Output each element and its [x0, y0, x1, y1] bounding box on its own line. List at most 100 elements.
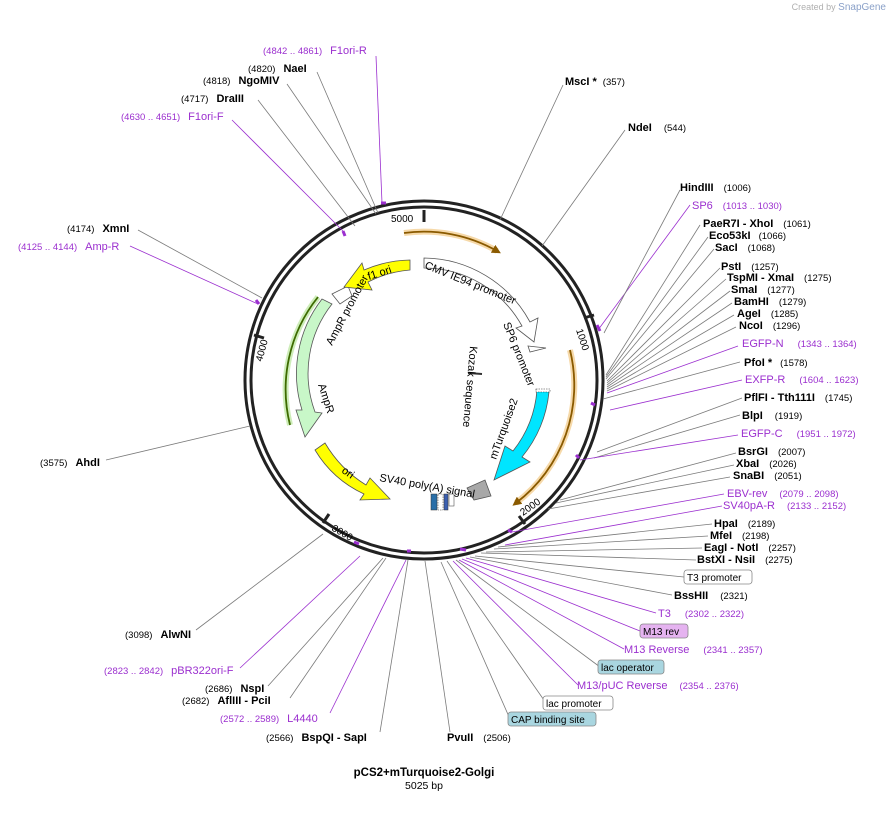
primer-amp-r[interactable]: (4125 .. 4144)Amp-R [18, 241, 119, 253]
site-pfoI[interactable]: PfoI *(1578) [744, 357, 808, 369]
primer-l4440[interactable]: (2572 .. 2589)L4440 [220, 713, 318, 725]
site-ageI[interactable]: AgeI(1285) [737, 308, 798, 320]
feature-cap-binding-site-label[interactable]: CAP binding site [511, 715, 585, 726]
leader-bssHII [469, 556, 673, 596]
primer-egfp-c[interactable]: EGFP-C(1951 .. 1972) [741, 428, 856, 440]
site-xmaI[interactable]: TspMI - XmaI(1275) [727, 272, 832, 284]
leader-t3-promoter [474, 555, 685, 578]
site-pstI[interactable]: PstI(1257) [721, 261, 779, 273]
created-by-text: Created by [791, 2, 836, 12]
site-hpaI[interactable]: HpaI(2189) [714, 518, 775, 530]
orf-arc-top [403, 230, 501, 254]
feature-f1-ori [343, 259, 411, 291]
site-xmnI[interactable]: (4174)XmnI [67, 223, 129, 235]
leader-mscI [499, 84, 564, 221]
leader-bsrGI [559, 452, 737, 501]
feature-m13-rev-label[interactable]: M13 rev [643, 627, 679, 638]
primer-mark-exfp-r [574, 453, 581, 460]
feature-cmv-ie94-promoter [423, 257, 539, 343]
site-sacI[interactable]: SacI(1068) [715, 242, 775, 254]
tick-4000 [253, 333, 265, 340]
leader-ebv-rev [511, 493, 725, 533]
site-bssHII[interactable]: BssHII(2321) [674, 590, 748, 602]
site-draIII[interactable]: (4717)DraIII [181, 93, 244, 105]
primer-pbr322ori-f[interactable]: (2823 .. 2842)pBR322ori-F [104, 665, 234, 677]
site-hindIII[interactable]: HindIII(1006) [680, 182, 751, 194]
leader-ageI [606, 314, 735, 390]
primer-m13-reverse[interactable]: M13 Reverse(2341 .. 2357) [624, 644, 763, 656]
feature-lac-promoter-label[interactable]: lac promoter [546, 699, 602, 710]
leader-pciI [289, 557, 387, 699]
site-ahdI[interactable]: (3575)AhdI [40, 457, 100, 469]
primer-mark-ebv-rev [507, 528, 513, 534]
primer-mark-sp6 [595, 324, 602, 332]
labels-bottom: PvuII(2506) (2566)BspQI - SapI (2572 .. … [104, 629, 511, 744]
primer-m13puc-reverse[interactable]: M13/pUC Reverse(2354 .. 2376) [577, 680, 739, 692]
primer-sv40pa-r[interactable]: SV40pA-R(2133 .. 2152) [723, 500, 846, 512]
tick-label-5000: 5000 [391, 214, 414, 225]
primer-sp6[interactable]: SP6(1013 .. 1030) [692, 200, 782, 212]
site-xbaI[interactable]: XbaI(2026) [736, 458, 797, 470]
site-smaI[interactable]: SmaI(1277) [731, 284, 795, 296]
site-sapI[interactable]: (2566)BspQI - SapI [266, 732, 367, 744]
leader-m13-rev [461, 558, 641, 632]
leader-m13-reverse [458, 559, 625, 650]
leader-xmnI [137, 229, 263, 299]
primer-egfp-n[interactable]: EGFP-N(1343 .. 1364) [742, 338, 857, 350]
tick-label-1000: 1000 [573, 328, 590, 353]
leader-draIII [257, 99, 356, 227]
site-tth111I[interactable]: PflFI - Tth111I(1745) [744, 392, 852, 404]
tick-2000 [517, 515, 527, 525]
site-eco53kI[interactable]: Eco53kI(1066) [709, 230, 786, 242]
primer-mark-egfp-n [590, 401, 596, 407]
primer-exfp-r[interactable]: EXFP-R(1604 .. 1623) [745, 374, 859, 386]
site-mscI[interactable]: MscI *(357) [565, 76, 625, 88]
leader-pstI [606, 267, 721, 382]
feature-lac-operator-label[interactable]: lac operator [601, 663, 654, 674]
feature-label-kozak: Kozak sequence [460, 346, 479, 428]
site-ngoMIV[interactable]: (4818)NgoMIV [203, 75, 280, 87]
tick-1000 [583, 313, 595, 320]
feature-sv40-polya-signal [466, 479, 492, 501]
primer-f1ori-f[interactable]: (4630 .. 4651)F1ori-F [121, 111, 224, 123]
feature-t3-promoter-label[interactable]: T3 promoter [687, 573, 742, 584]
leader-egfp-c [579, 434, 739, 461]
site-pciI[interactable]: (2682)AflIII - PciI [182, 695, 271, 707]
leader-egfp-n [606, 345, 739, 394]
feature-block-t3 [443, 493, 449, 511]
feature-label-ampr: AmpR [315, 382, 336, 415]
leader-snaBI [547, 476, 731, 510]
site-ndeI[interactable]: NdeI(544) [628, 122, 686, 134]
site-nspI[interactable]: (2686)NspI [205, 683, 264, 695]
feature-ampr [295, 298, 333, 438]
leader-sapI [379, 559, 409, 733]
leader-xhoI [605, 224, 701, 376]
site-mfeI[interactable]: MfeI(2198) [710, 530, 769, 542]
site-bsrGI[interactable]: BsrGI(2007) [738, 446, 805, 458]
site-notI[interactable]: EagI - NotI(2257) [704, 542, 796, 554]
leader-f1ori-r [375, 55, 383, 204]
leader-pvuII [424, 560, 451, 733]
site-xhoI[interactable]: PaeR7I - XhoI(1061) [703, 218, 811, 230]
site-alwNI[interactable]: (3098)AlwNI [125, 629, 191, 641]
leader-nsiI [480, 552, 697, 561]
site-nsiI[interactable]: BstXI - NsiI(2275) [697, 554, 793, 566]
site-snaBI[interactable]: SnaBI(2051) [733, 470, 802, 482]
leader-m13puc [452, 560, 579, 686]
feature-sp6-promoter [527, 345, 547, 353]
backbone-outer-ring [243, 199, 605, 561]
site-pvuII[interactable]: PvuII(2506) [447, 732, 511, 744]
feature-ori [314, 442, 391, 501]
primer-t3[interactable]: T3(2302 .. 2322) [658, 608, 744, 620]
primer-ebv-rev[interactable]: EBV-rev(2079 .. 2098) [727, 488, 839, 500]
site-bamHI[interactable]: BamHI(1279) [734, 296, 806, 308]
box-lac-operator [597, 659, 665, 675]
primer-mark-amp-r [254, 299, 261, 305]
site-blpI[interactable]: BlpI(1919) [742, 410, 802, 422]
leader-sacI [605, 248, 715, 380]
primer-f1ori-r[interactable]: (4842 .. 4861)F1ori-R [263, 45, 367, 57]
site-ncoI[interactable]: NcoI(1296) [739, 320, 800, 332]
leader-ngoMIV [286, 83, 377, 215]
site-naeI[interactable]: (4820)NaeI [248, 63, 307, 75]
